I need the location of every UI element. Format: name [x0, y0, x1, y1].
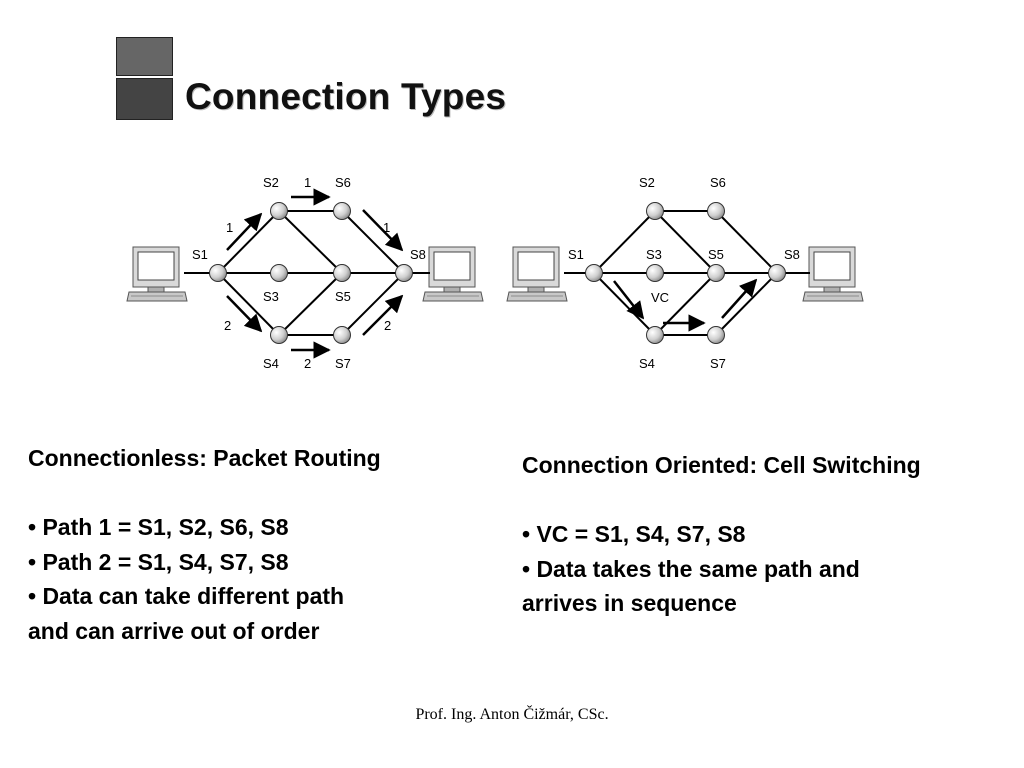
connection-oriented-heading: Connection Oriented: Cell Switching — [522, 452, 921, 478]
switch-node-s3 — [646, 264, 664, 282]
left-switch-labels: S1 S2 S3 S4 S5 S6 S7 S8 — [192, 175, 426, 371]
switch-node-s6 — [707, 202, 725, 220]
left-path-labels: 1 1 1 2 2 2 — [224, 175, 391, 371]
title-square-bottom — [116, 78, 173, 120]
path-label-1a: 1 — [226, 220, 233, 235]
bullet-vc: • VC = S1, S4, S7, S8 — [522, 521, 746, 547]
switch-node-s6 — [333, 202, 351, 220]
path-label-2b: 2 — [304, 356, 311, 371]
bullet-different-path: • Data can take different path — [28, 583, 345, 609]
switch-node-s7 — [707, 326, 725, 344]
bullet-continuation: arrives in sequence — [522, 590, 737, 616]
switch-node-s5 — [333, 264, 351, 282]
connection-oriented-caption: Connection Oriented: Cell Switching • VC… — [522, 448, 921, 621]
label-s7: S7 — [335, 356, 351, 371]
switch-node-s8 — [395, 264, 413, 282]
label-s7: S7 — [710, 356, 726, 371]
label-s4: S4 — [263, 356, 279, 371]
bullet-continuation: and can arrive out of order — [28, 617, 320, 644]
path-label-2c: 2 — [384, 318, 391, 333]
connectionless-heading: Connectionless: Packet Routing — [28, 445, 381, 471]
switch-node-s2 — [646, 202, 664, 220]
switch-node-s7 — [333, 326, 351, 344]
path-label-1c: 1 — [383, 220, 390, 235]
label-s5: S5 — [335, 289, 351, 304]
right-links — [593, 210, 778, 336]
slide-title: Connection Types — [185, 76, 507, 117]
switch-node-s4 — [270, 326, 288, 344]
left-links — [217, 210, 405, 336]
computer-icon-right-dst — [802, 246, 864, 302]
right-vc-arrows — [613, 278, 758, 332]
right-switch-labels: S1 S2 S3 S4 S5 S6 S7 S8 — [568, 175, 800, 371]
label-s6: S6 — [710, 175, 726, 190]
label-s2: S2 — [639, 175, 655, 190]
switch-node-s2 — [270, 202, 288, 220]
computer-icon-right-src — [506, 246, 568, 302]
left-switch-nodes — [209, 202, 413, 344]
label-s8: S8 — [784, 247, 800, 262]
connectionless-caption: Connectionless: Packet Routing • Path 1 … — [28, 441, 381, 648]
switch-node-s1 — [585, 264, 603, 282]
right-switch-nodes — [585, 202, 786, 344]
switch-node-s8 — [768, 264, 786, 282]
footer-author: Prof. Ing. Anton Čižmár, CSc. — [415, 706, 609, 723]
bullet-path-2: • Path 2 = S1, S4, S7, S8 — [28, 548, 289, 575]
path-label-2a: 2 — [224, 318, 231, 333]
title-decoration — [116, 37, 173, 120]
label-s1: S1 — [192, 247, 208, 262]
switch-node-s1 — [209, 264, 227, 282]
switch-node-s4 — [646, 326, 664, 344]
label-s4: S4 — [639, 356, 655, 371]
label-s3: S3 — [646, 247, 662, 262]
label-s6: S6 — [335, 175, 351, 190]
computer-icon-left-dst — [422, 246, 484, 302]
left-path-arrows — [226, 188, 404, 359]
network-diagrams: S1 S2 S3 S4 S5 S6 S7 S8 1 1 1 2 2 2 — [126, 175, 864, 371]
label-s8: S8 — [410, 247, 426, 262]
label-s3: S3 — [263, 289, 279, 304]
label-s1: S1 — [568, 247, 584, 262]
vc-label: VC — [651, 290, 669, 305]
bullet-path-1: • Path 1 = S1, S2, S6, S8 — [28, 514, 289, 540]
label-s2: S2 — [263, 175, 279, 190]
computer-icon-left-src — [126, 246, 188, 302]
label-s5: S5 — [708, 247, 724, 262]
switch-node-s5 — [707, 264, 725, 282]
spacer — [28, 476, 381, 511]
connectionless-diagram: S1 S2 S3 S4 S5 S6 S7 S8 1 1 1 2 2 2 — [126, 175, 484, 371]
bullet-same-path: • Data takes the same path and — [522, 555, 860, 582]
connection-oriented-diagram: S1 S2 S3 S4 S5 S6 S7 S8 VC — [506, 175, 864, 371]
spacer — [522, 483, 921, 518]
path-label-1b: 1 — [304, 175, 311, 190]
title-square-top — [116, 37, 173, 76]
switch-node-s3 — [270, 264, 288, 282]
